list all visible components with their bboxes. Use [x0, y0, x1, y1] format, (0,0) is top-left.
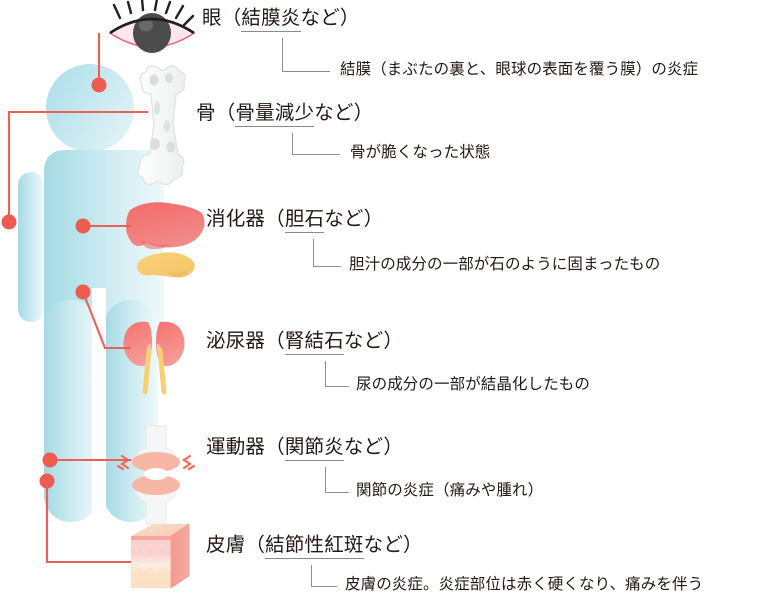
row-title-term-bone: 骨量減少 — [235, 101, 315, 127]
bone-illustration — [136, 65, 186, 186]
elbow-urinary — [325, 361, 349, 387]
row-title-suffix-locomotor: など） — [343, 435, 404, 458]
row-title-suffix-digestive: など） — [324, 207, 384, 230]
kidneys-illustration — [123, 321, 185, 395]
knee-joint-illustration — [116, 425, 196, 525]
connector-urinary — [82, 291, 131, 350]
dot-locomotor — [42, 452, 58, 468]
dot-skin — [39, 473, 55, 489]
row-title-skin: 皮膚（結節性紅斑など） — [206, 533, 423, 559]
row-title-prefix-digestive: 消化器（ — [206, 207, 285, 230]
row-title-term-locomotor: 関節炎 — [284, 435, 344, 461]
row-title-term-eye: 結膜炎 — [241, 6, 301, 32]
connector-bone — [7, 110, 148, 222]
row-title-term-urinary: 腎結石 — [284, 329, 344, 355]
row-title-bone: 骨（骨量減少など） — [196, 101, 374, 127]
row-desc-bone: 骨が脆くなった状態 — [350, 143, 491, 161]
row-desc-eye: 結膜（まぶたの裏と、眼球の表面を覆う膜）の炎症 — [340, 60, 699, 78]
elbow-skin — [311, 565, 337, 587]
row-title-suffix-bone: など） — [314, 101, 374, 124]
skin-block-illustration — [131, 522, 190, 590]
row-title-term-digestive: 胆石 — [284, 207, 325, 233]
row-title-prefix-eye: 眼（ — [202, 6, 242, 29]
connector-skin — [45, 481, 131, 564]
row-title-eye: 眼（結膜炎など） — [202, 6, 360, 32]
elbow-bone — [292, 133, 340, 155]
row-title-prefix-urinary: 泌尿器（ — [206, 329, 285, 352]
dot-eye — [91, 77, 107, 93]
row-title-suffix-skin: など） — [363, 533, 423, 556]
dot-digestive — [75, 218, 91, 234]
elbow-eye — [282, 38, 330, 72]
liver-pancreas-illustration — [126, 202, 205, 278]
row-title-prefix-bone: 骨（ — [196, 101, 236, 124]
row-title-locomotor: 運動器（関節炎など） — [206, 435, 404, 461]
row-title-suffix-eye: など） — [300, 6, 360, 29]
eye-illustration — [108, 0, 196, 53]
row-title-prefix-locomotor: 運動器（ — [206, 435, 285, 458]
dot-urinary — [75, 284, 91, 300]
row-desc-locomotor: 関節の炎症（痛みや腫れ） — [356, 481, 544, 499]
row-title-urinary: 泌尿器（腎結石など） — [206, 329, 404, 355]
elbow-locomotor — [325, 467, 349, 493]
elbow-digestive — [313, 239, 341, 267]
connector-dots — [1, 77, 107, 489]
row-desc-skin: 皮膚の炎症。炎症部位は赤く硬くなり、痛みを伴う — [345, 575, 704, 593]
row-title-suffix-urinary: など） — [343, 329, 404, 352]
dot-bone — [1, 214, 17, 230]
row-title-prefix-skin: 皮膚（ — [206, 533, 266, 556]
row-desc-digestive: 胆汁の成分の一部が石のように固まったもの — [349, 255, 661, 273]
row-title-term-skin: 結節性紅斑 — [265, 533, 364, 559]
row-title-digestive: 消化器（胆石など） — [206, 207, 384, 233]
row-desc-urinary: 尿の成分の一部が結晶化したもの — [356, 375, 591, 393]
